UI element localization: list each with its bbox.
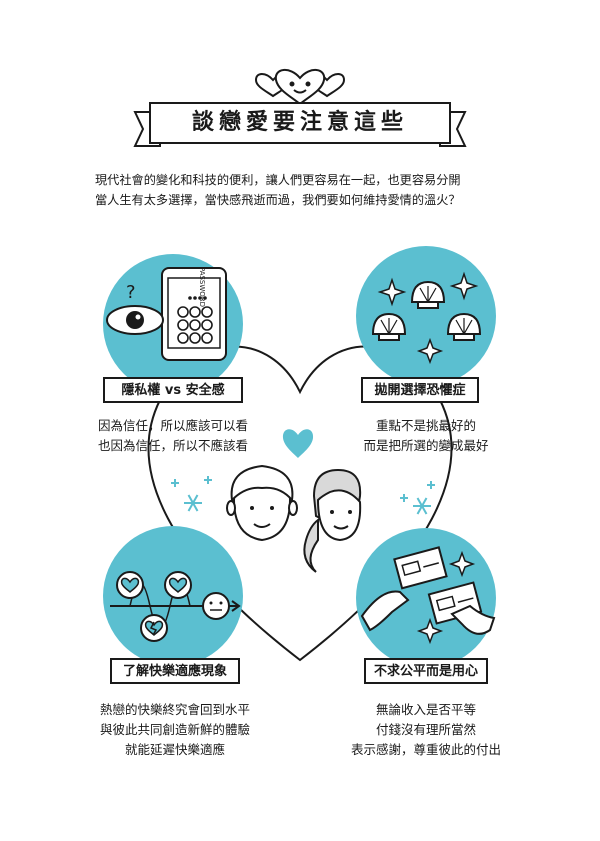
desc-line: 表示感謝，尊重彼此的付出 (350, 742, 501, 757)
happiness-timeline-illustration (103, 526, 243, 666)
desc-line: 而是把所選的變成最好 (363, 438, 489, 453)
desc-line: 因為信任，所以應該可以看 (97, 418, 248, 433)
desc-line: 熱戀的快樂終究會回到水平 (99, 702, 250, 717)
card-exchange-illustration (356, 528, 496, 668)
question-mark-icon: ? (126, 282, 136, 303)
intro-line-1: 現代社會的變化和科技的便利，讓人們更容易在一起，也更容易分開 (95, 173, 461, 187)
section-desc-adaptation: 熱戀的快樂終究會回到水平 與彼此共同創造新鮮的體驗 就能延遲快樂適應 (70, 700, 280, 760)
title-hearts-icon (254, 69, 346, 106)
desc-line: 重點不是挑最好的 (375, 418, 476, 433)
desc-line: 付錢沒有理所當然 (375, 722, 476, 737)
desc-line: 與彼此共同創造新鮮的體驗 (99, 722, 250, 737)
intro-line-2: 當人生有太多選擇，當快感飛逝而過，我們要如何維持愛情的溫火？ (95, 193, 461, 207)
man-face-icon (226, 464, 298, 542)
privacy-illustration (103, 254, 243, 394)
shells-illustration (356, 246, 496, 386)
section-label-choice: 拋開選擇恐懼症 (361, 377, 479, 403)
desc-line: 也因為信任，所以不應該看 (97, 438, 248, 453)
woman-face-icon (303, 468, 362, 573)
small-heart-icon (282, 429, 314, 458)
phone-password-text: PASSWORD (198, 267, 206, 307)
section-label-adaptation: 了解快樂適應現象 (110, 658, 240, 684)
section-desc-choice: 重點不是挑最好的 而是把所選的變成最好 (330, 416, 522, 456)
title-ribbon (133, 102, 467, 147)
section-desc-effort: 無論收入是否平等 付錢沒有理所當然 表示感謝，尊重彼此的付出 (320, 700, 532, 760)
section-label-effort: 不求公平而是用心 (364, 658, 488, 684)
page-title: 談戀愛要注意這些 (191, 110, 408, 135)
desc-line: 無論收入是否平等 (375, 702, 476, 717)
desc-line: 就能延遲快樂適應 (124, 742, 225, 757)
snowflake-icons (171, 476, 435, 515)
section-label-privacy: 隱私權 vs 安全感 (103, 377, 243, 403)
section-desc-privacy: 因為信任，所以應該可以看 也因為信任，所以不應該看 (70, 416, 276, 456)
